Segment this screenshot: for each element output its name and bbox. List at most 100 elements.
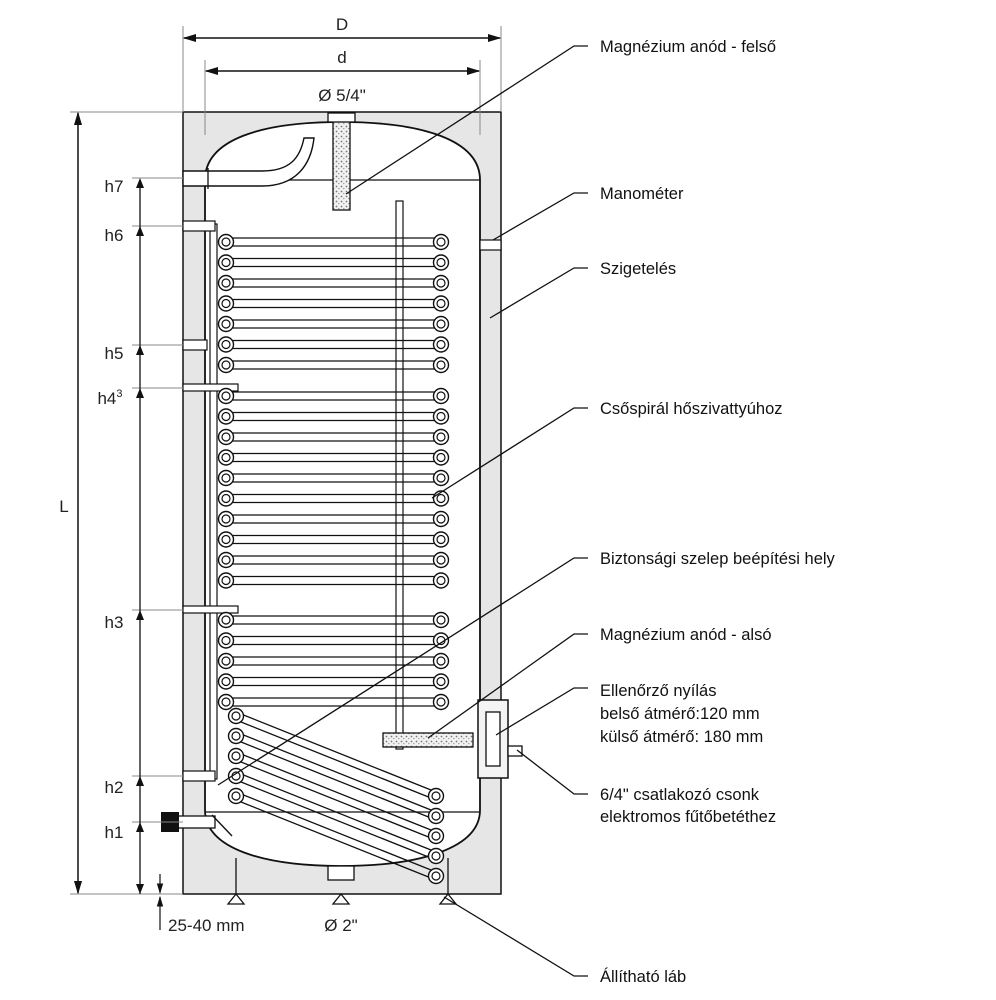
coil-loop [217, 469, 235, 487]
coil-tube [226, 432, 441, 442]
coil-loop-inner [221, 514, 231, 524]
electric-heater-socket [507, 745, 523, 757]
height-h4-label: h43 [97, 388, 122, 408]
sensor-sleeve [395, 200, 404, 750]
height-dimensions [132, 177, 183, 894]
height-h5-label: h5 [105, 344, 124, 363]
coil-loop-inner [231, 731, 241, 741]
coil-loop [227, 787, 245, 805]
coil-loop [427, 867, 445, 885]
coil-tube [235, 771, 437, 861]
coil-loop [427, 847, 445, 865]
coil-loop [227, 747, 245, 765]
coil-loop-inner [436, 339, 446, 350]
label-heater-socket-1: 6/4" csatlakozó csonk [600, 786, 760, 804]
label-adjustable-foot: Állítható láb [600, 967, 686, 986]
coil-loop-inner [221, 555, 231, 565]
coil-loop-inner [436, 278, 446, 288]
coil-loop-inner [221, 360, 231, 370]
coil-loop [432, 632, 450, 649]
coil-loop-inner [436, 360, 446, 370]
coil-loop [217, 315, 235, 333]
coil-loop [432, 510, 450, 528]
inlet-deflector [211, 814, 233, 837]
socket-h3 [182, 605, 239, 614]
coil-tube [226, 452, 441, 463]
coil-loop [432, 693, 450, 711]
coil-tube [226, 298, 441, 309]
coil-loop-inner [436, 432, 446, 442]
coil-tube [235, 791, 437, 881]
height-h1-label: h1 [105, 823, 124, 842]
coil-loop-inner [431, 851, 441, 861]
coil-loop [227, 767, 245, 785]
bottom-drain [327, 865, 355, 881]
label-inspection-title: Ellenőrző nyílás [600, 682, 716, 700]
leader-lines [217, 45, 588, 977]
coil-loop-inner [221, 534, 231, 545]
coil-tube [226, 615, 441, 625]
coil-tube [226, 514, 441, 524]
coil-loop-inner [221, 493, 231, 504]
anode-top-cap [327, 112, 356, 123]
coil-loop-inner [436, 319, 446, 329]
coil-loop-inner [436, 555, 446, 565]
coil-loop-inner [221, 473, 231, 483]
coil-loop-inner [436, 493, 446, 504]
coil-loop [432, 652, 450, 670]
coil-loop [217, 490, 235, 507]
coil-loop-inner [436, 257, 446, 268]
coil-loop [432, 254, 450, 271]
coil-loop [217, 428, 235, 446]
coil-loop-inner [221, 411, 231, 422]
height-h4-sup: 3 [116, 388, 122, 400]
coil-loop-inner [231, 791, 241, 801]
coil-loop [432, 469, 450, 487]
coil-loop-inner [221, 319, 231, 329]
coil-loop-inner [436, 676, 446, 687]
coil-tube [226, 473, 441, 483]
height-h3-label: h3 [105, 613, 124, 632]
coil-loop [432, 387, 450, 405]
coil-loop [432, 531, 450, 548]
coil-loop-inner [221, 391, 231, 401]
coil-return-pipe [209, 223, 218, 780]
coil-loop-inner [436, 697, 446, 707]
coil-loop-inner [221, 257, 231, 268]
coil-loop [217, 449, 235, 466]
label-anode-top: Magnézium anód - felső [600, 38, 776, 56]
coil-loop-inner [436, 237, 446, 247]
coil-loop-inner [221, 697, 231, 707]
heat-pump-coil [217, 233, 450, 885]
coil-loop-inner [431, 791, 441, 801]
coil-loop [432, 449, 450, 466]
coil-tube [226, 319, 441, 329]
coil-loop-inner [431, 831, 441, 841]
coil-loop [217, 254, 235, 271]
label-inspection-inner: belső átmérő:120 mm [600, 705, 760, 723]
top-connection-label: Ø 5/4" [318, 86, 366, 105]
coil-loop [427, 787, 445, 805]
coil-loop [217, 295, 235, 312]
coil-loop [217, 356, 235, 374]
coil-loop [227, 727, 245, 745]
coil-loop [217, 652, 235, 670]
socket-h5 [182, 339, 208, 351]
coil-loop-inner [436, 656, 446, 666]
coil-loop [217, 233, 235, 251]
coil-loop-inner [221, 452, 231, 463]
coil-tube [226, 411, 441, 422]
coil-loop-inner [436, 514, 446, 524]
coil-loop-inner [221, 656, 231, 666]
coil-loop-inner [221, 339, 231, 350]
dim-d-label: d [337, 48, 346, 67]
label-inspection-outer: külső átmérő: 180 mm [600, 728, 763, 746]
coil-loop [432, 551, 450, 569]
coil-loop-inner [221, 298, 231, 309]
dim-L-label: L [59, 497, 68, 516]
coil-loop-inner [436, 615, 446, 625]
label-anode-bottom: Magnézium anód - alsó [600, 626, 772, 644]
coil-tube [235, 711, 437, 801]
coil-loop [432, 274, 450, 292]
coil-loop [432, 408, 450, 425]
